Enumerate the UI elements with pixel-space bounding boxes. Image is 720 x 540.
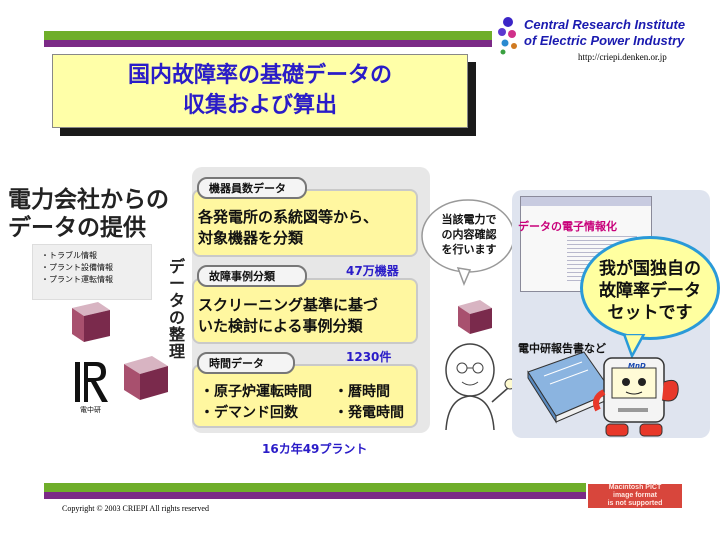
vertical-char: 整 xyxy=(166,326,188,343)
section-time-tab: 時間データ xyxy=(197,352,295,374)
list-item: ・トラブル情報 xyxy=(41,250,151,262)
copyright-text: Copyright © 2003 CRIEPI All rights reser… xyxy=(62,504,209,513)
section-time-col1: ・原子炉運転時間 ・デマンド回数 xyxy=(200,382,312,424)
section-line: 対象機器を分類 xyxy=(198,228,378,249)
section-equipment-tab: 機器員数データ xyxy=(197,177,307,199)
bubble-line: を行います xyxy=(428,242,510,257)
criepi-ir-logo-icon xyxy=(72,360,112,404)
header-bar-green xyxy=(44,31,492,40)
section-line: ・暦時間 xyxy=(334,382,404,403)
title-box: 国内故障率の基礎データの 収集および算出 xyxy=(52,54,468,128)
list-item: ・プラント運転情報 xyxy=(41,274,151,286)
section-line: スクリーニング基準に基づ xyxy=(198,295,378,316)
section-line: いた検討による事例分類 xyxy=(198,316,378,337)
cases-count: 1230件 xyxy=(346,348,391,365)
section-time-col2: ・暦時間 ・発電時間 xyxy=(334,382,404,424)
logo-caption: 電中研 xyxy=(80,405,101,415)
unsupported-image-placeholder: Macintosh PICT image format is not suppo… xyxy=(588,484,682,508)
data-cube-icon xyxy=(454,296,496,336)
title-line2: 収集および算出 xyxy=(183,91,337,121)
vertical-char: ー xyxy=(166,275,188,292)
section-equipment-text: 各発電所の系統図等から、 対象機器を分類 xyxy=(198,207,378,249)
vertical-char: 理 xyxy=(166,343,188,360)
header-bar-purple xyxy=(44,40,492,47)
screen-window-bar xyxy=(521,197,651,206)
left-heading: 電力会社からの データの提供 xyxy=(8,186,169,242)
list-item: ・プラント設備情報 xyxy=(41,262,151,274)
vertical-char: デ xyxy=(166,258,188,275)
section-cases-tab: 故障事例分類 xyxy=(197,265,307,287)
section-line: ・原子炉運転時間 xyxy=(200,382,312,403)
criepi-logo-icon xyxy=(494,16,522,58)
data-cube-icon xyxy=(68,298,114,344)
section-line: ・デマンド回数 xyxy=(200,403,312,424)
section-line: ・発電時間 xyxy=(334,403,404,424)
footer-bar-green xyxy=(44,483,586,492)
plants-count: 16カ年49プラント xyxy=(262,440,367,457)
speech-bubble-right-text: 我が国独自の 故障率データ セットです xyxy=(584,258,716,324)
left-info-list: ・トラブル情報 ・プラント設備情報 ・プラント運転情報 xyxy=(32,244,152,300)
left-heading-line2: データの提供 xyxy=(8,214,169,242)
bubble-line: の内容確認 xyxy=(428,227,510,242)
equipment-count: 47万機器 xyxy=(346,262,399,279)
section-line: 各発電所の系統図等から、 xyxy=(198,207,378,228)
org-name-line1: Central Research Institute xyxy=(524,18,685,32)
bubble-line: セットです xyxy=(584,302,716,324)
placeholder-line: is not supported xyxy=(588,500,682,508)
speech-bubble-left-text: 当該電力で の内容確認 を行います xyxy=(428,212,510,257)
screen-title: データの電子情報化 xyxy=(518,218,617,234)
researcher-illustration-icon xyxy=(432,340,518,432)
vertical-char: タ xyxy=(166,292,188,309)
org-name-line2: of Electric Power Industry xyxy=(524,34,684,48)
footer-bar-purple xyxy=(44,492,586,499)
vertical-label: デ ー タ の 整 理 xyxy=(166,258,188,360)
left-heading-line1: 電力会社からの xyxy=(8,186,169,214)
bubble-line: 当該電力で xyxy=(428,212,510,227)
mascot-label: MnD xyxy=(628,362,646,370)
bubble-line: 我が国独自の xyxy=(584,258,716,280)
vertical-char: の xyxy=(166,309,188,326)
data-cube-icon xyxy=(120,352,172,402)
title-line1: 国内故障率の基礎データの xyxy=(128,61,392,91)
placeholder-line: Macintosh PICT xyxy=(588,484,682,492)
placeholder-line: image format xyxy=(588,492,682,500)
section-cases-text: スクリーニング基準に基づ いた検討による事例分類 xyxy=(198,295,378,337)
bubble-line: 故障率データ xyxy=(584,280,716,302)
url-text[interactable]: http://criepi.denken.or.jp xyxy=(578,52,667,62)
